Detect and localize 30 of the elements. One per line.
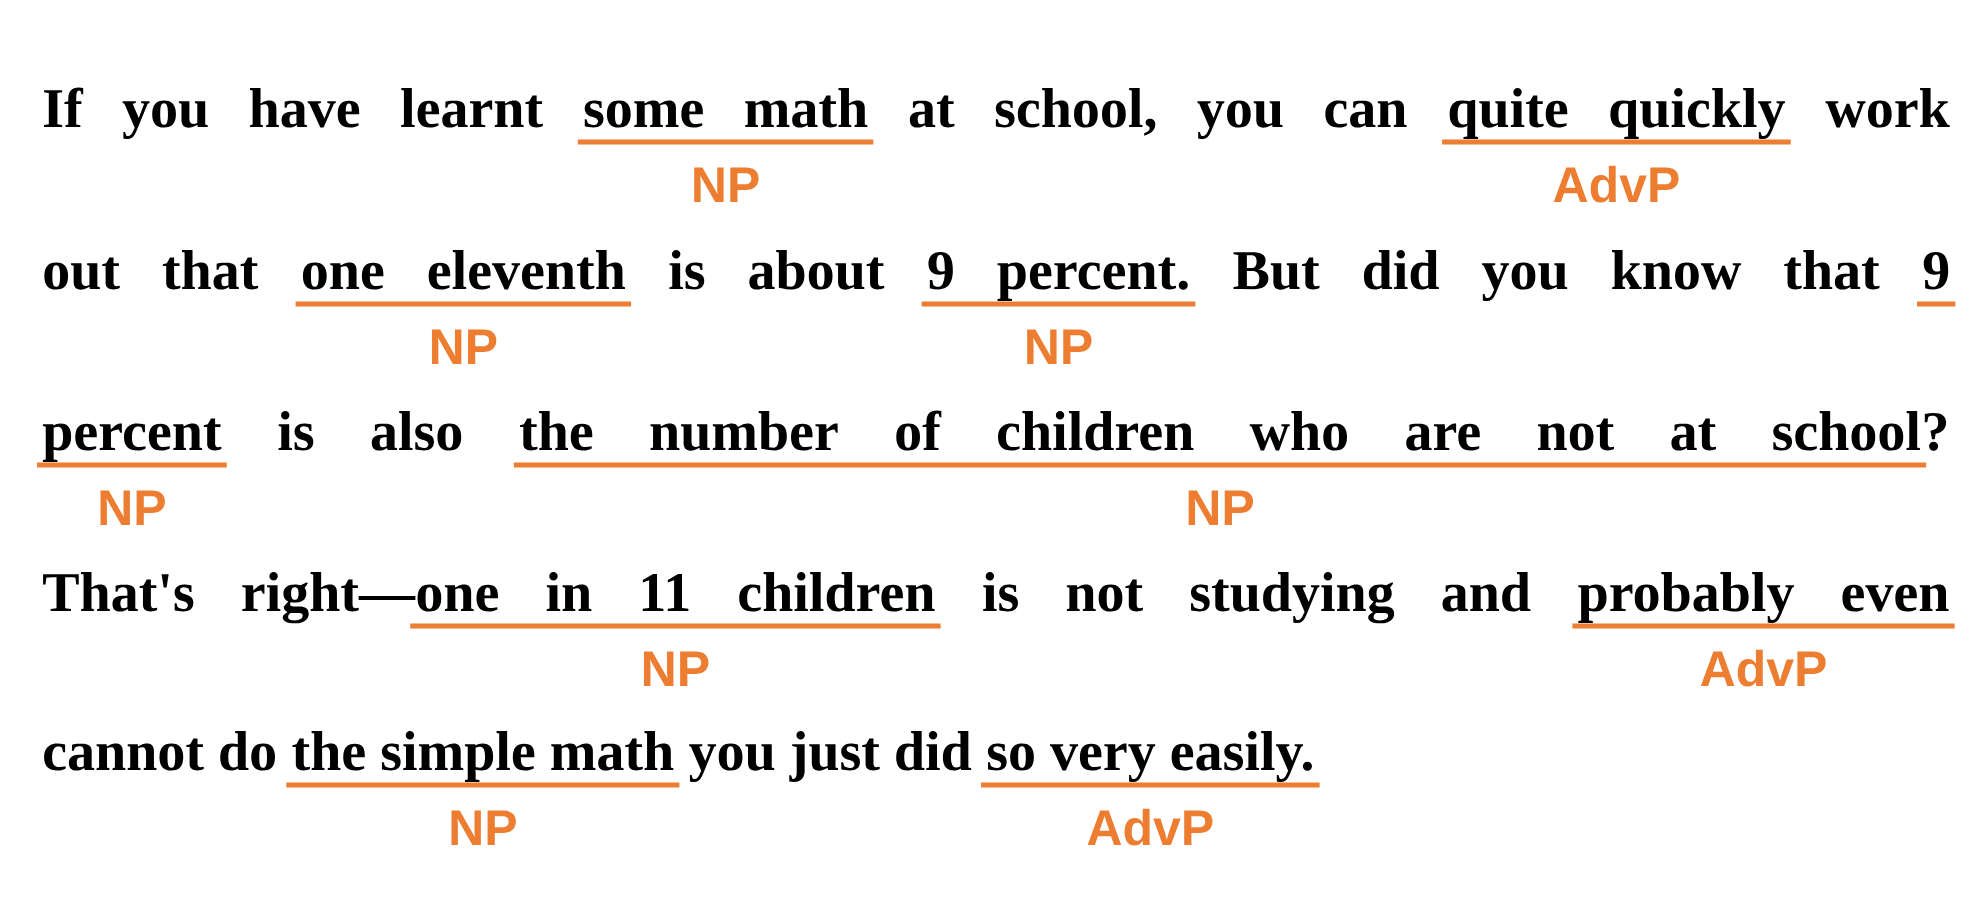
underlined-phrase: 9 [1917,251,1956,307]
underlined-phrase: percent [37,418,227,468]
sentence-text: out that [44,250,259,290]
underlined-phrase: some math [577,88,874,145]
sentence-text: ? [1924,412,1947,451]
underlined-phrase: so very easily. [981,731,1320,788]
underlined-phrase: the simple math [286,731,680,788]
sentence-text: is about [669,250,885,290]
sentence-text: But did you know that [1233,250,1880,302]
phrase-tag: NP [100,490,165,525]
underlined-phrase: one eleventh [295,250,632,307]
phrase-tag: NP [694,167,759,202]
phrase-tag: NP [644,651,709,686]
phrase-tag: NP [1027,329,1092,364]
underlined-phrase: quite quickly [1442,88,1791,145]
sentence-text: at school, you can [909,88,1407,140]
underlined-phrase: 9 percent. [921,251,1196,307]
phrase-tag: NP [1188,490,1254,525]
sentence-text: is not studying and [983,572,1531,624]
underlined-phrase: probably even [1572,572,1955,629]
sentence-text: If you have learnt [44,87,543,140]
phrase-tag: AdvP [1553,165,1679,203]
phrase-tag: AdvP [1700,649,1826,687]
phrase-tag: AdvP [1087,808,1213,846]
sentence-text: work [1825,88,1950,128]
phrase-tag: NP [431,329,497,364]
phrase-tag: NP [451,810,516,845]
sentence-text: is also [278,411,462,451]
sentence-text: That's right— [43,572,416,624]
sentence-text: you just did [689,731,972,783]
